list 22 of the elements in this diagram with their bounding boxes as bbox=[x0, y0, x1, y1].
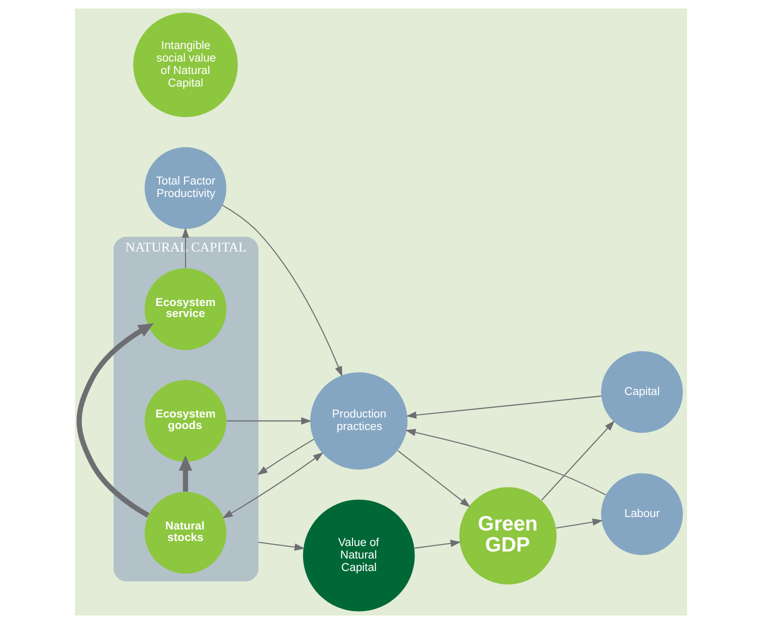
arrow bbox=[222, 452, 323, 518]
node-circle: Ecosystem service bbox=[144, 268, 226, 350]
arrow bbox=[540, 420, 614, 501]
node-circle: Total Factor Productivity bbox=[144, 147, 226, 229]
node-circle: Ecosystem goods bbox=[144, 380, 226, 462]
node-circle: Production practices bbox=[310, 372, 408, 470]
arrow bbox=[226, 417, 312, 425]
node-circle: Intangible social value of Natural Capital bbox=[132, 12, 238, 118]
arrow bbox=[556, 518, 602, 529]
arrow bbox=[406, 396, 601, 419]
arrow bbox=[181, 227, 189, 268]
arrow bbox=[396, 450, 470, 508]
arrow bbox=[404, 428, 606, 496]
node-circle: Labour bbox=[600, 473, 682, 555]
arrow bbox=[258, 542, 304, 551]
arrow bbox=[178, 455, 192, 492]
node-circle: Natural stocks bbox=[144, 492, 226, 574]
arrow bbox=[222, 204, 342, 377]
node-circle: Value of Natural Capital bbox=[302, 500, 414, 612]
arrow bbox=[76, 323, 154, 518]
arrow bbox=[414, 540, 460, 549]
arrow bbox=[256, 438, 314, 476]
